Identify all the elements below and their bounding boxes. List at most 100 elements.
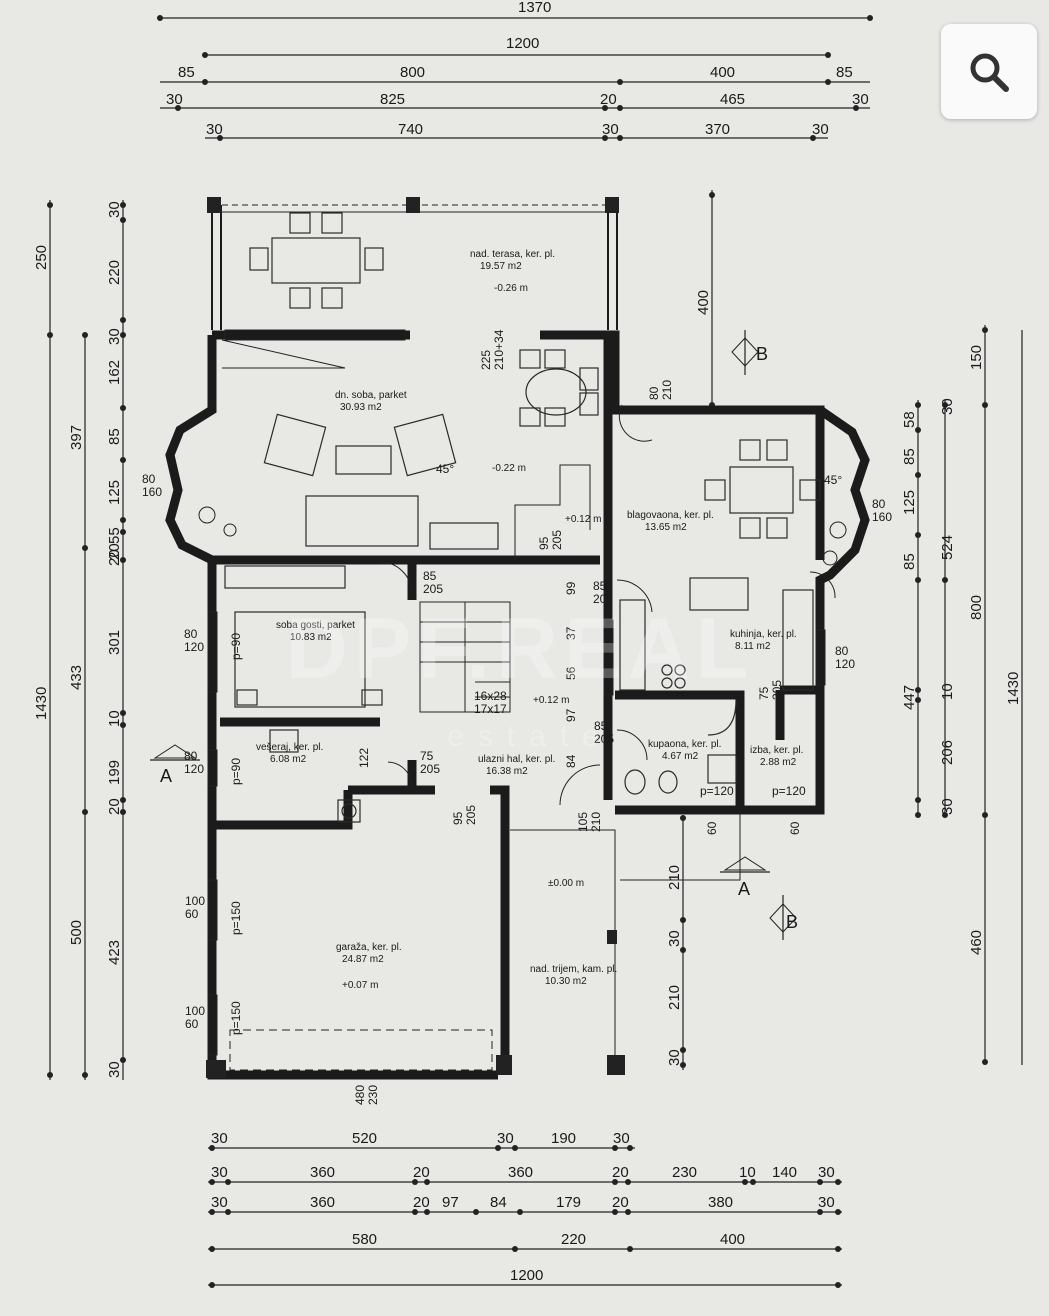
room-sobagosti-name: soba gosti, parket (276, 620, 355, 631)
right-dim-85b: 85 (901, 553, 918, 570)
bottom-ticks (209, 1145, 841, 1288)
left-dim-199: 199 (106, 760, 123, 785)
left-ticks (47, 202, 126, 1078)
open-75-205-b: 75205 (757, 680, 784, 700)
room-kupaona-name: kupaona, ker. pl. (648, 739, 721, 750)
bot-dim-r2-20b: 20 (612, 1164, 629, 1181)
bot-dim-r3-30a: 30 (211, 1194, 228, 1211)
top-dim-30c: 30 (206, 121, 223, 138)
bot-dim-30b: 30 (497, 1130, 514, 1147)
top-dim-1200: 1200 (506, 35, 539, 52)
room-dnsoba-name: dn. soba, parket (335, 390, 407, 401)
windows (207, 329, 826, 1056)
bot-dim-r2-360b: 360 (508, 1164, 533, 1181)
left-dim-220: 220 (106, 260, 123, 285)
right-dim-85a: 85 (901, 448, 918, 465)
room-kuhinja-name: kuhinja, ker. pl. (730, 629, 797, 640)
left-dim-30c: 30 (106, 1061, 123, 1078)
zoom-button[interactable] (941, 24, 1037, 119)
top-dim-85a: 85 (178, 64, 195, 81)
right-dim-1430: 1430 (1005, 672, 1022, 705)
right-dim-150: 150 (968, 345, 985, 370)
right-dim-400: 400 (695, 290, 712, 315)
right-dim-10: 10 (939, 683, 956, 700)
doors (379, 404, 836, 806)
bot-dim-r2-230: 230 (672, 1164, 697, 1181)
top-dim-30d: 30 (602, 121, 619, 138)
bot-dim-r2-10: 10 (739, 1164, 756, 1181)
left-dim-85: 85 (106, 428, 123, 445)
bot-dim-400: 400 (720, 1231, 745, 1248)
bot-dim-r3-84: 84 (490, 1194, 507, 1211)
left-dim-20c: 20 (106, 798, 123, 815)
top-dim-465: 465 (720, 91, 745, 108)
open-p120-a: p=120 (700, 784, 734, 798)
garage-door-size: 480230 (353, 1085, 380, 1105)
section-a-right: A (738, 879, 750, 899)
garage-window-a: p=150 (229, 901, 243, 935)
room-vesiraj-area: 6.08 m2 (270, 754, 307, 765)
room-trijem-name: nad. trijem, kam. pl. (530, 964, 617, 975)
bot-dim-r3-360: 360 (310, 1194, 335, 1211)
bot-dim-190: 190 (551, 1130, 576, 1147)
walls (165, 197, 870, 1080)
top-dim-30b: 30 (852, 91, 869, 108)
room-ulaznihal-level: +0.12 m (533, 695, 569, 706)
bot-dim-r2-30b: 30 (818, 1164, 835, 1181)
room-garaza-area: 24.87 m2 (342, 954, 384, 965)
bot-dim-r3-380: 380 (708, 1194, 733, 1211)
room-vesiraj-name: vešeraj, ker. pl. (256, 742, 323, 753)
open-80-210: 80210 (647, 380, 674, 400)
bot-dim-r3-97: 97 (442, 1194, 459, 1211)
bot-dim-520: 520 (352, 1130, 377, 1147)
right-dim-447: 447 (901, 685, 918, 710)
section-marks: A A B B (150, 330, 798, 940)
section-b-top: B (756, 344, 768, 364)
room-terasa-level: -0.26 m (494, 283, 528, 294)
open-60-b: 60 (788, 821, 802, 835)
room-izba-area: 2.88 m2 (760, 757, 797, 768)
right-ticks (680, 192, 988, 1068)
garage-window-b: p=150 (229, 1001, 243, 1035)
bottom-dimension-lines (208, 1147, 842, 1286)
room-labels: nad. terasa, ker. pl. 19.57 m2 -0.26 m d… (256, 249, 803, 991)
top-dim-825: 825 (380, 91, 405, 108)
top-dim-30a: 30 (166, 91, 183, 108)
top-dimension-lines (160, 17, 870, 139)
room-garaza-name: garaža, ker. pl. (336, 942, 402, 953)
angle-left: 45° (436, 462, 454, 476)
room-kuhinja-area: 8.11 m2 (735, 641, 771, 652)
bot-dim-r2-360a: 360 (310, 1164, 335, 1181)
bot-dim-r2-20a: 20 (413, 1164, 430, 1181)
furniture (221, 212, 821, 1071)
left-dim-30b: 30 (106, 328, 123, 345)
open-95-205-b: 95205 (451, 805, 478, 825)
section-a-left: A (160, 766, 172, 786)
bot-dim-r2-30a: 30 (211, 1164, 228, 1181)
left-dim-162: 162 (106, 360, 123, 385)
room-garaza-level: +0.07 m (342, 980, 378, 991)
stairs-99: 99 (564, 581, 578, 595)
right-dim-30d: 30 (666, 1049, 683, 1066)
top-dim-1370: 1370 (518, 0, 551, 16)
stairs-37: 37 (564, 626, 578, 640)
top-dim-85b: 85 (836, 64, 853, 81)
bot-dim-r3-20b: 20 (612, 1194, 629, 1211)
right-dim-210a: 210 (666, 865, 683, 890)
bot-dim-30c: 30 (613, 1130, 630, 1147)
room-ulaznihal-area: 16.38 m2 (486, 766, 528, 777)
top-dim-20: 20 (600, 91, 617, 108)
open-225-210: 225210+34 (479, 329, 506, 370)
stairs-84: 84 (564, 754, 578, 768)
open-60-a: 60 (705, 821, 719, 835)
open-95-205-a: 95205 (537, 530, 564, 550)
right-dim-30b: 30 (939, 798, 956, 815)
left-dim-433: 433 (68, 665, 85, 690)
